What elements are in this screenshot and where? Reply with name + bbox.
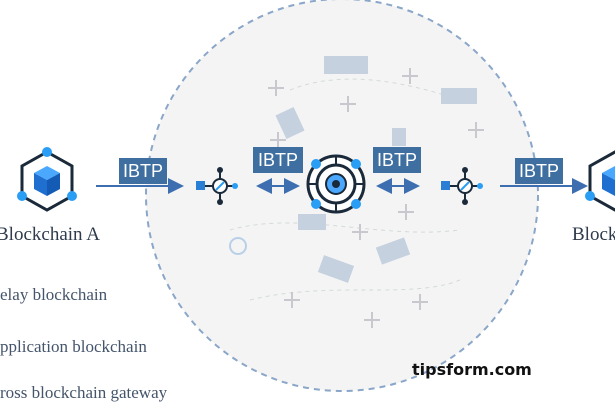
faded-tag-7 [392,128,406,146]
faded-gateway-node [229,237,247,255]
faded-node-4 [398,204,414,220]
faded-node-2 [402,68,418,84]
faded-tag-3 [275,106,305,140]
gateway-right-icon [441,167,483,205]
blockchain-b-label: Blockch [572,224,615,245]
background-traffic [229,56,484,328]
faded-node-10 [468,122,484,138]
faded-node-7 [364,312,380,328]
legend-cross-blockchain-gateway: ross blockchain gateway [0,383,168,402]
legend-relay-blockchain: elay blockchain [0,285,108,304]
faded-node-5 [352,224,368,240]
faded-tag-6 [317,255,355,283]
faded-tag-4 [298,214,326,230]
ibtp-tag-1: IBTP [119,158,167,184]
blockchain-a-label: Blockchain A [0,224,100,245]
faded-node-8 [412,294,428,310]
blockchain-a-icon [17,147,77,212]
watermark-text: tipsform.com [412,360,532,379]
ibtp-tag-2: IBTP [253,147,303,173]
gateway-left-icon [196,167,238,205]
relay-blockchain-icon [306,154,366,214]
faded-node-3 [340,96,356,112]
faded-tag-1 [324,56,368,74]
faded-node-6 [284,292,300,308]
faded-tag-5 [375,237,411,265]
faded-tag-2 [441,88,477,104]
ibtp-tag-4: IBTP [515,158,563,184]
blockchain-b-icon [585,150,615,212]
ibtp-tag-3: IBTP [373,147,421,173]
legend-application-blockchain: pplication blockchain [0,337,147,356]
faded-node-9 [270,132,286,148]
faded-node-1 [268,80,284,96]
